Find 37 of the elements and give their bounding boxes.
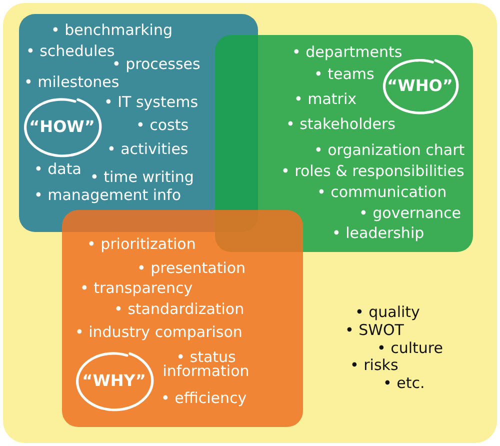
list-item: • milestones: [24, 73, 120, 91]
list-item: • roles & responsibilities: [281, 162, 464, 180]
list-item: • status information: [162, 351, 250, 378]
list-item: • schedules: [26, 42, 115, 60]
circle-label: “HOW”: [29, 118, 95, 136]
list-item: • efficiency: [161, 389, 247, 407]
list-item: • time writing: [90, 168, 194, 186]
rounded-panel: [215, 35, 473, 252]
list-item: • quality: [355, 303, 420, 321]
list-item: • etc.: [383, 374, 425, 392]
list-item: • stakeholders: [286, 115, 396, 133]
list-item: • data: [34, 160, 82, 178]
list-item: • IT systems: [104, 93, 198, 111]
background-panel: [3, 3, 497, 443]
circle-label: “WHY”: [82, 372, 146, 390]
list-item: • costs: [136, 116, 189, 134]
list-item: • standardization: [114, 300, 244, 318]
list-item: • organization chart: [314, 141, 465, 159]
circle-label: “WHO”: [387, 77, 453, 95]
list-item: • activities: [107, 140, 188, 158]
list-item: • risks: [350, 356, 398, 374]
list-item: • leadership: [332, 224, 424, 242]
list-item: • communication: [317, 183, 447, 201]
list-item: • departments: [292, 43, 402, 61]
list-item: • governance: [359, 204, 462, 222]
list-item: • matrix: [294, 90, 357, 108]
list-item: • industry comparison: [75, 323, 242, 341]
list-item: • culture: [377, 339, 443, 357]
list-item: • transparency: [80, 279, 193, 297]
list-item: • processes: [112, 55, 200, 73]
list-item: • teams: [314, 65, 374, 83]
list-item: • management info: [34, 186, 181, 204]
list-item: • presentation: [137, 259, 246, 277]
rounded-panel: [62, 210, 303, 427]
list-item: • SWOT: [345, 321, 404, 339]
list-item: • prioritization: [87, 235, 196, 253]
list-item: • benchmarking: [51, 21, 172, 39]
